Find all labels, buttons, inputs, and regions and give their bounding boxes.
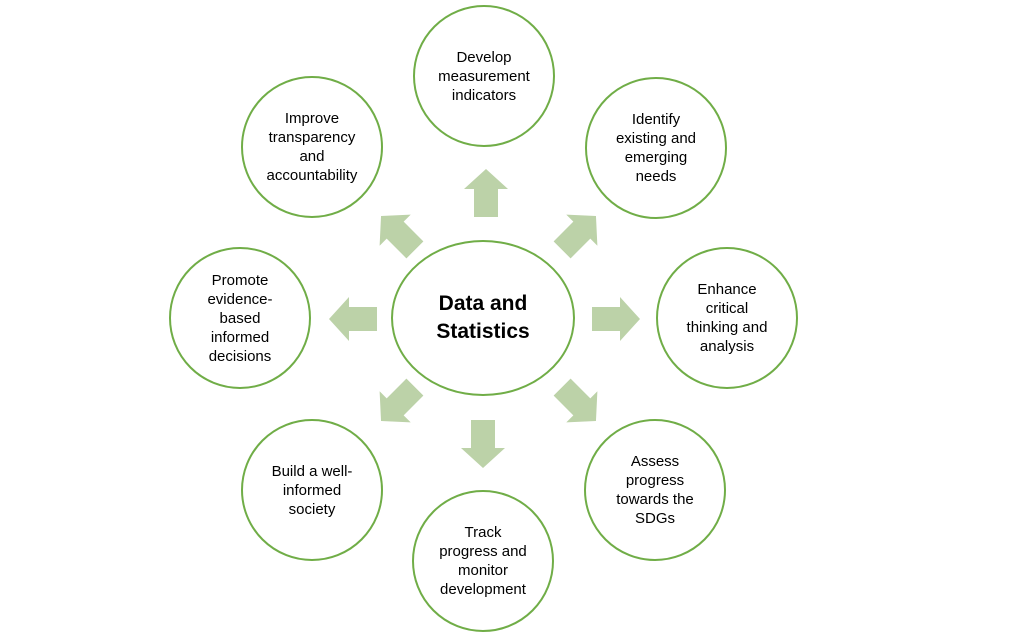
satellite-label: Identify existing and emerging needs (615, 111, 697, 185)
arrow-left-icon (329, 297, 377, 341)
arrow-shape (379, 214, 424, 259)
satellite-circle-top: Develop measurement indicators (413, 5, 555, 147)
satellite-label: Track progress and monitor development (439, 524, 527, 598)
satellite-circle-top-left: Improve transparency and accountability (241, 76, 383, 218)
satellite-label: Assess progress towards the SDGs (616, 453, 694, 527)
satellite-label: Enhance critical thinking and analysis (686, 281, 768, 355)
satellite-circle-right: Enhance critical thinking and analysis (656, 247, 798, 389)
arrow-down-icon (461, 420, 505, 468)
satellite-circle-bottom-left: Build a well- informed society (241, 419, 383, 561)
arrow-shape (592, 297, 640, 341)
arrow-shape (329, 297, 377, 341)
hub-label: Data and Statistics (436, 292, 530, 343)
hub-circle: Data and Statistics (391, 240, 575, 396)
arrow-shape (464, 169, 508, 217)
satellite-label: Develop measurement indicators (438, 48, 530, 104)
arrow-right-icon (592, 297, 640, 341)
satellite-label: Promote evidence- based informed decisio… (207, 271, 273, 365)
arrow-up-icon (464, 169, 508, 217)
satellite-circle-bottom: Track progress and monitor development (412, 490, 554, 632)
arrow-shape (553, 378, 598, 423)
arrow-shape (379, 378, 424, 423)
arrow-up-right-icon (553, 214, 598, 259)
arrow-down-left-icon (379, 378, 424, 423)
arrow-up-left-icon (379, 214, 424, 259)
arrow-shape (553, 214, 598, 259)
satellite-label: Improve transparency and accountability (266, 110, 358, 184)
satellite-circle-left: Promote evidence- based informed decisio… (169, 247, 311, 389)
arrow-shape (461, 420, 505, 468)
satellite-circle-top-right: Identify existing and emerging needs (585, 77, 727, 219)
satellite-circle-bottom-right: Assess progress towards the SDGs (584, 419, 726, 561)
arrow-down-right-icon (553, 378, 598, 423)
satellite-label: Build a well- informed society (271, 462, 353, 518)
